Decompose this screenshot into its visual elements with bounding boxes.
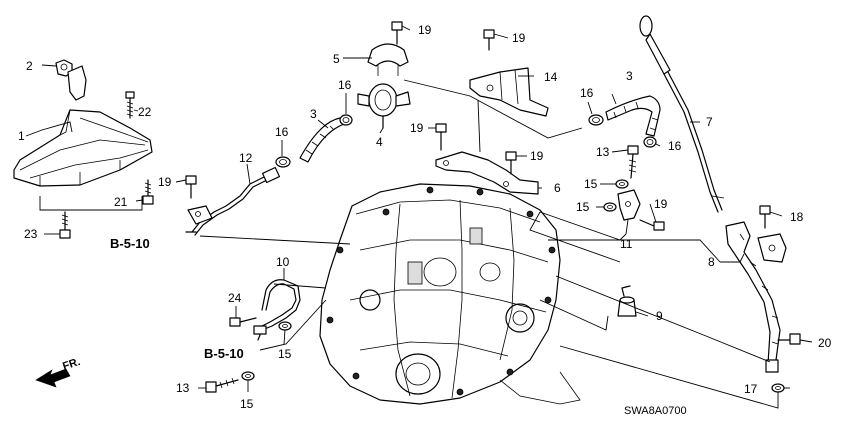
callout-12: 12 bbox=[239, 151, 253, 165]
callout-19: 19 bbox=[530, 149, 544, 163]
callout-15: 15 bbox=[576, 200, 590, 214]
hose-clamp-16-c bbox=[588, 114, 604, 126]
bolt-13-lower bbox=[205, 377, 239, 393]
bolt-23 bbox=[59, 211, 71, 239]
callout-16: 16 bbox=[338, 78, 352, 92]
splash-shield-part bbox=[13, 109, 153, 187]
callout-17: 17 bbox=[744, 382, 758, 396]
callout-16: 16 bbox=[580, 86, 594, 100]
bolt-24 bbox=[229, 317, 257, 327]
callout-6: 6 bbox=[554, 181, 561, 195]
callout-3: 3 bbox=[310, 107, 317, 121]
hose-3-right-part bbox=[605, 95, 661, 137]
bolt-13-upper bbox=[627, 145, 639, 179]
bolt-19-top bbox=[391, 21, 403, 45]
bolt-18 bbox=[759, 205, 771, 229]
callout-9: 9 bbox=[656, 309, 663, 323]
front-direction-label: FR. bbox=[61, 356, 82, 373]
callout-15: 15 bbox=[584, 177, 598, 191]
bolt-19-mid-a bbox=[435, 123, 447, 151]
oil-pipe-12-part bbox=[185, 166, 281, 236]
bolt-22 bbox=[125, 91, 135, 119]
hose-clamp-16-a bbox=[339, 114, 353, 126]
callout-14: 14 bbox=[544, 70, 558, 84]
washer-15-d bbox=[241, 371, 255, 381]
callout-21: 21 bbox=[114, 195, 128, 209]
callout-22: 22 bbox=[138, 105, 152, 119]
damper-4-part bbox=[357, 83, 411, 129]
callout-23: 23 bbox=[24, 227, 38, 241]
washer-15-c bbox=[278, 321, 292, 331]
reference-lower: B-5-10 bbox=[204, 346, 244, 361]
oil-pipe-10-part bbox=[253, 279, 301, 341]
callout-4: 4 bbox=[376, 135, 383, 149]
callout-19: 19 bbox=[512, 31, 526, 45]
bracket-11-part bbox=[617, 189, 641, 221]
front-direction-arrow-icon bbox=[35, 368, 71, 388]
bolt-21 bbox=[142, 179, 154, 205]
hose-3-left-part bbox=[299, 117, 345, 163]
leader-lines bbox=[25, 25, 813, 409]
hose-clamp-16-d bbox=[643, 136, 657, 148]
callout-13: 13 bbox=[596, 145, 610, 159]
bolt-19-top-right bbox=[483, 29, 495, 51]
callout-18: 18 bbox=[790, 210, 804, 224]
transmission-case-part bbox=[319, 183, 581, 405]
callout-24: 24 bbox=[228, 291, 242, 305]
bolt-20 bbox=[777, 333, 801, 345]
callout-19: 19 bbox=[410, 121, 424, 135]
bolt-19-right bbox=[639, 219, 665, 231]
dipstick-tube-8-part bbox=[725, 221, 787, 373]
bracket-6-part bbox=[435, 151, 539, 195]
callout-15: 15 bbox=[240, 397, 254, 411]
hose-clamp-16-b bbox=[275, 156, 291, 168]
bolt-19-left bbox=[185, 175, 197, 199]
dipstick-7-part bbox=[639, 15, 725, 213]
callout-3: 3 bbox=[626, 69, 633, 83]
bracket-5-part bbox=[367, 43, 409, 76]
callout-16: 16 bbox=[275, 125, 289, 139]
callout-2: 2 bbox=[26, 59, 33, 73]
callout-16: 16 bbox=[668, 139, 682, 153]
callout-1: 1 bbox=[18, 129, 25, 143]
callout-8: 8 bbox=[708, 255, 715, 269]
callout-20: 20 bbox=[818, 336, 832, 350]
callout-11: 11 bbox=[620, 237, 633, 251]
callout-19: 19 bbox=[418, 23, 432, 37]
callout-19: 19 bbox=[158, 175, 172, 189]
washer-15-b bbox=[603, 202, 617, 212]
callout-19: 19 bbox=[654, 197, 668, 211]
callout-5: 5 bbox=[333, 52, 340, 66]
callout-15: 15 bbox=[278, 347, 292, 361]
reference-upper: B-5-10 bbox=[110, 236, 150, 251]
diagram-code: SWA8A0700 bbox=[624, 405, 687, 417]
plug-9-part bbox=[617, 285, 637, 317]
callout-13: 13 bbox=[176, 381, 190, 395]
callout-10: 10 bbox=[276, 255, 290, 269]
shield-bracket-part bbox=[55, 59, 87, 101]
bracket-14-part bbox=[469, 67, 549, 117]
washer-15-a bbox=[615, 179, 629, 189]
callout-7: 7 bbox=[706, 115, 713, 129]
washer-17 bbox=[771, 383, 785, 393]
